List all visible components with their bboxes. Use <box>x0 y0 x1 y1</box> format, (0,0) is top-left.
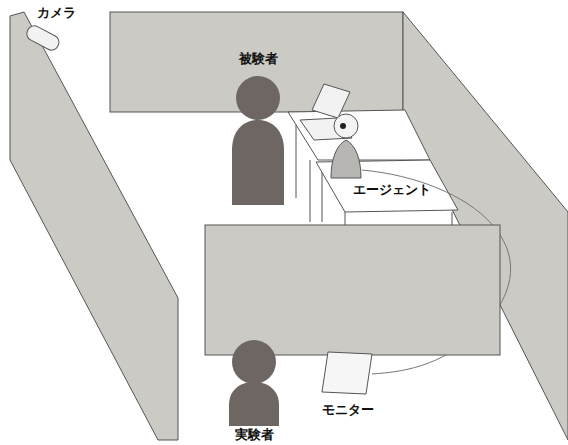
monitor <box>322 352 372 394</box>
agent-robot <box>331 114 361 178</box>
camera <box>24 23 61 52</box>
subject-figure <box>232 76 284 205</box>
monitor-label: モニター <box>322 403 374 417</box>
experimenter-label: 実験者 <box>235 428 274 442</box>
subject-label: 被験者 <box>239 52 278 66</box>
agent-label: エージェント <box>353 183 431 197</box>
camera-label: カメラ <box>37 6 76 20</box>
front-partition <box>205 225 500 355</box>
experimenter-figure <box>229 340 279 426</box>
